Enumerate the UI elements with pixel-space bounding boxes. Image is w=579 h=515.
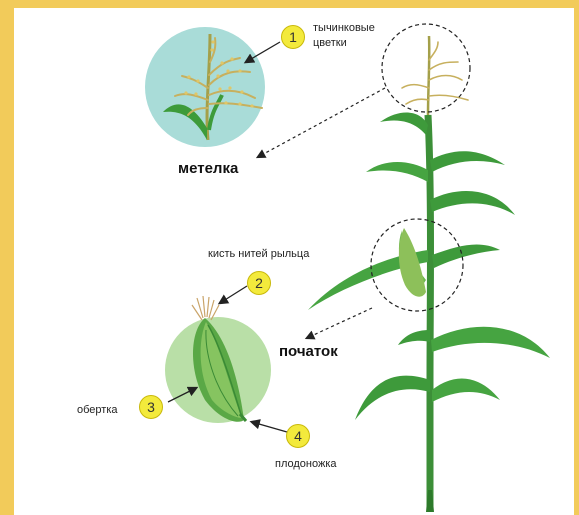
callout-2-label: кисть нитей рыльца	[208, 248, 309, 261]
callout-4-arrow	[252, 422, 287, 432]
callout-3-label: обертка	[77, 404, 118, 417]
tassel-label: метелка	[178, 162, 238, 175]
corn-plant-illustration	[308, 36, 550, 512]
callout-1-badge: 1	[281, 25, 305, 49]
callout-4-badge: 4	[286, 424, 310, 448]
callout-2-arrow	[220, 286, 247, 303]
ear-label: початок	[279, 345, 338, 358]
callout-3-badge: 3	[139, 395, 163, 419]
callout-2-badge: 2	[247, 271, 271, 295]
callout-1-label: тычинковые цветки	[313, 21, 375, 51]
tassel-pointer-arrow	[258, 88, 385, 157]
ear-pointer-arrow	[307, 308, 372, 338]
callout-4-label: плодоножка	[275, 458, 337, 471]
